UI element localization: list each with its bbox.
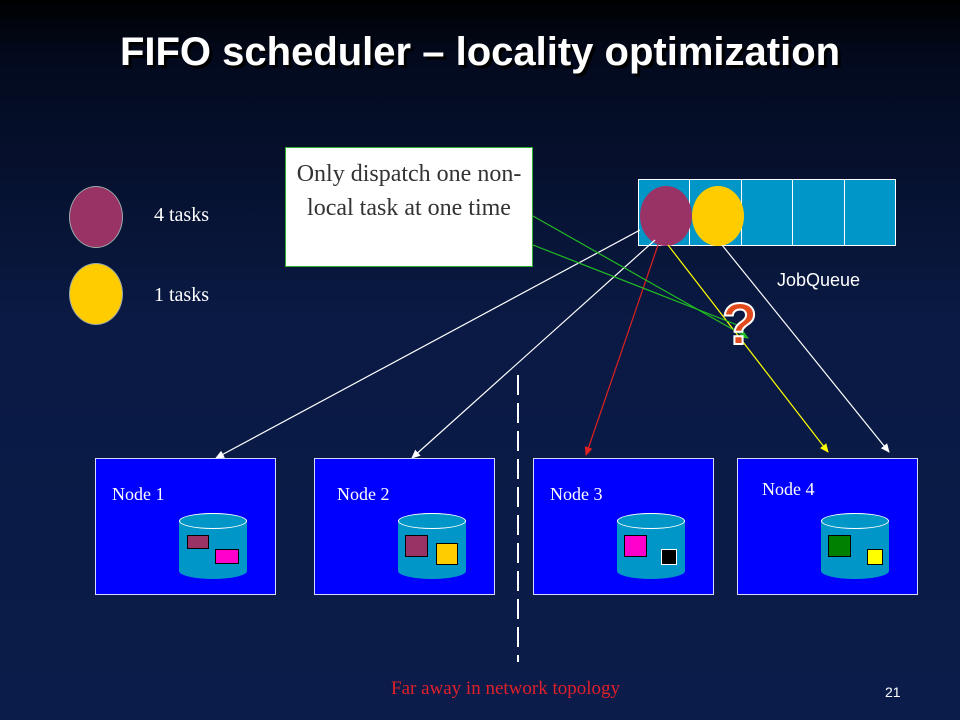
- node-2-disk: [398, 513, 466, 579]
- callout-pointer-1: [532, 215, 749, 339]
- queue-task-purple: [640, 186, 692, 246]
- node-1-disk: [179, 513, 247, 579]
- node-3-disk: [617, 513, 685, 579]
- arrow-to-node-1: [215, 229, 641, 459]
- topology-caption: Far away in network topology: [391, 678, 621, 699]
- arrow-to-node-2: [411, 239, 656, 459]
- arrow-white-to-node-4: [721, 244, 890, 453]
- legend-yellow-circle: [69, 263, 123, 325]
- node-1-box: Node 1: [95, 458, 276, 595]
- queue-cell: [793, 180, 845, 245]
- node-1-label: Node 1: [112, 484, 165, 504]
- data-block: [828, 535, 851, 557]
- data-block: [215, 549, 239, 564]
- node-3-box: Node 3: [533, 458, 714, 595]
- node-4-label: Node 4: [762, 479, 815, 499]
- legend-purple-circle: [69, 186, 123, 248]
- node-2-label: Node 2: [337, 484, 390, 504]
- slide-number: 21: [885, 684, 901, 700]
- data-block: [436, 543, 458, 565]
- node-4-disk: [821, 513, 889, 579]
- slide-title: FIFO scheduler – locality optimization: [119, 30, 841, 74]
- callout-pointer-2: [532, 244, 746, 329]
- node-4-box: Node 4: [737, 458, 918, 595]
- arrow-to-node-3: [584, 244, 659, 456]
- arrow-yellow-to-node-4: [667, 244, 829, 453]
- node-2-box: Node 2: [314, 458, 495, 595]
- data-block: [661, 549, 677, 565]
- node-3-label: Node 3: [550, 484, 603, 504]
- data-block: [405, 535, 428, 557]
- queue-task-yellow: [692, 186, 744, 246]
- legend-label-1-tasks: 1 tasks: [154, 284, 209, 306]
- data-block: [187, 535, 209, 549]
- queue-cell: [741, 180, 794, 245]
- data-block: [624, 535, 647, 557]
- queue-cell: [844, 180, 896, 245]
- question-mark-icon: ?: [721, 292, 758, 357]
- callout-box: Only dispatch one non-local task at one …: [285, 147, 533, 267]
- data-block: [867, 549, 883, 565]
- jobqueue-label: JobQueue: [777, 270, 861, 290]
- legend-label-4-tasks: 4 tasks: [154, 204, 209, 226]
